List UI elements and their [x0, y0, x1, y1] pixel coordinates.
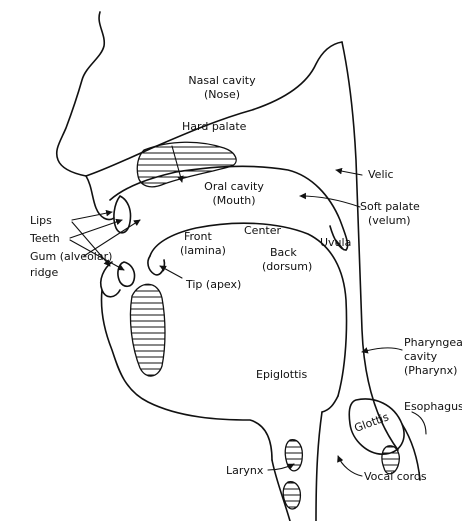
label-back: Back — [270, 246, 297, 259]
label-oral-cavity: Oral cavity — [204, 180, 264, 193]
label-epiglottis: Epiglottis — [256, 368, 307, 381]
label-esophagus: Esophagus — [404, 400, 462, 413]
label-pharyngeal-sub: (Pharynx) — [404, 364, 457, 377]
label-pharyngeal: Pharyngeal — [404, 336, 462, 349]
label-hard-palate: Hard palate — [182, 120, 247, 133]
pointer-velic — [336, 170, 362, 175]
pointer-tip — [160, 266, 182, 278]
label-gum: Gum (alveolar) — [30, 250, 112, 263]
label-nasal-cavity-sub: (Nose) — [204, 88, 240, 101]
tongue-tip — [148, 256, 164, 275]
label-tip: Tip (apex) — [185, 278, 241, 291]
label-nasal-cavity: Nasal cavity — [188, 74, 256, 87]
pointer-pharyngeal — [362, 348, 402, 352]
upper-lip — [86, 176, 114, 220]
label-gum-sub: ridge — [30, 266, 59, 279]
pointer-esophagus — [412, 412, 426, 434]
epiglottis-shape — [322, 396, 338, 412]
label-lips: Lips — [30, 214, 52, 227]
label-glottis: Glottis — [353, 410, 391, 435]
lower-teeth — [118, 262, 135, 286]
label-soft-palate: Soft palate — [360, 200, 420, 213]
label-teeth: Teeth — [29, 232, 60, 245]
label-oral-cavity-sub: (Mouth) — [212, 194, 255, 207]
jaw-bone — [130, 284, 165, 376]
label-front-sub: (lamina) — [180, 244, 226, 257]
cartilage-lower — [283, 482, 300, 509]
pointer-vocal-cords — [338, 456, 362, 476]
chin-neck-outline — [101, 290, 272, 460]
label-center: Center — [244, 224, 282, 237]
label-velic: Velic — [368, 168, 394, 181]
label-back-sub: (dorsum) — [262, 260, 312, 273]
larynx-back-wall — [316, 412, 322, 521]
label-larynx: Larynx — [226, 464, 264, 477]
lower-lip — [101, 262, 120, 297]
label-soft-palate-sub: (velum) — [368, 214, 411, 227]
face-profile-outline — [57, 12, 105, 176]
label-vocal-cords: Vocal cords — [364, 470, 427, 483]
label-uvula: Uvula — [320, 236, 351, 249]
label-pharyngeal-cavity: cavity — [404, 350, 438, 363]
label-front: Front — [184, 230, 213, 243]
